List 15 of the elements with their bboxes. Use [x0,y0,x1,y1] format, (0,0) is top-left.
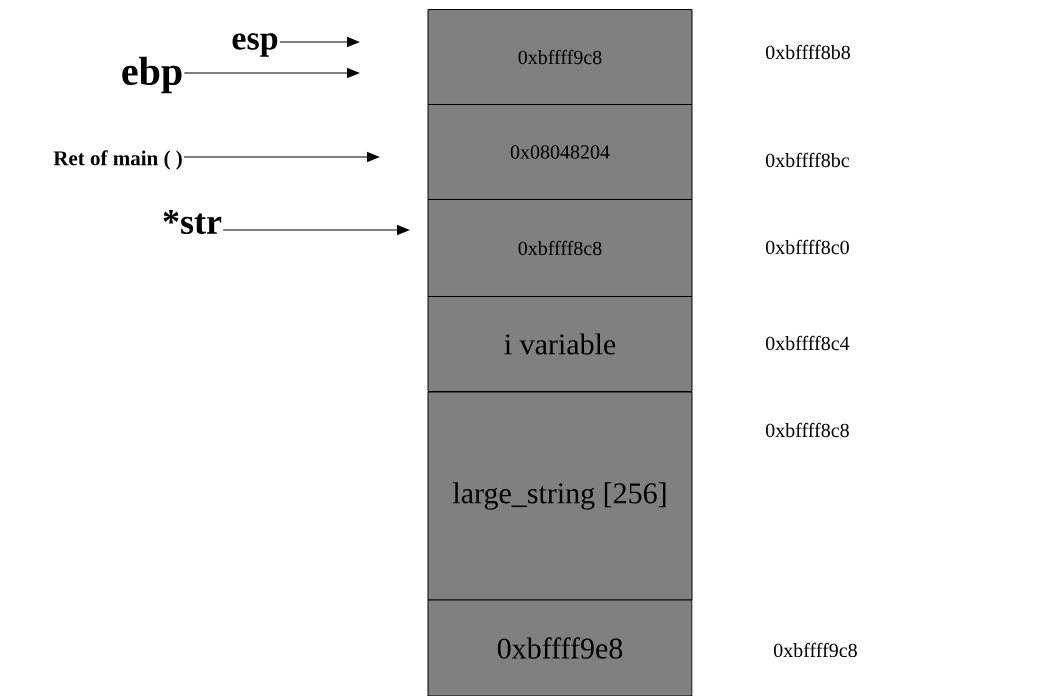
address-label: 0xbffff8c4 [765,335,850,351]
address-label: 0xbffff8b8 [765,44,850,60]
pointer-label: Ret of main ( ) [53,150,182,170]
pointer-label: ebp [122,56,182,94]
stack-cell: 0xbffff8c8 [427,199,693,297]
stack-cell: 0xbffff9c8 [427,9,693,105]
address-label: 0xbffff8bc [765,152,850,168]
address-label: 0xbffff8c0 [765,239,849,255]
stack-cell: 0xbffff9e8 [427,599,693,696]
address-label: 0xbffff8c8 [765,422,849,438]
stack-cell: i variable [427,296,693,392]
pointer-label: *str [163,209,222,235]
address-label: 0xbffff9c8 [773,642,857,658]
stack-cell: 0x08048204 [427,104,693,200]
pointer-label: esp [232,33,278,57]
